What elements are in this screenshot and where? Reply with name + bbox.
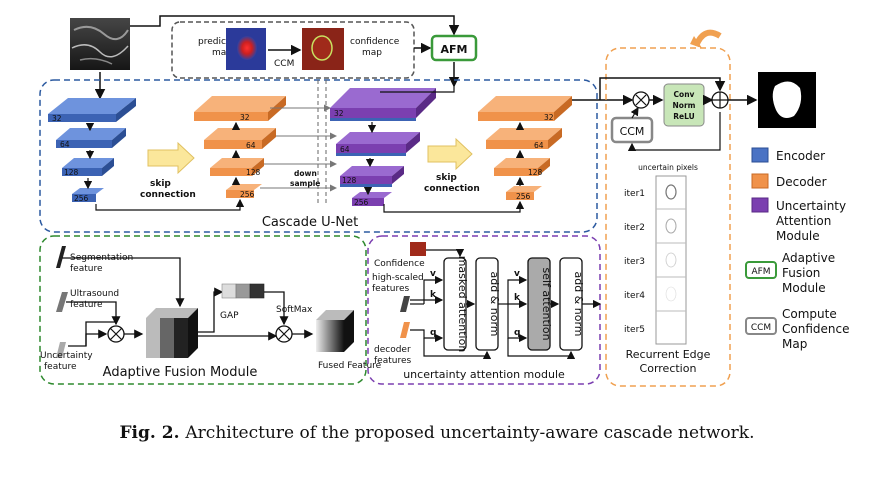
dec1-size-64: 64 [246, 141, 256, 150]
enc2-size-32: 32 [334, 109, 344, 118]
prediction-map-image [226, 28, 266, 70]
enc2-size-64: 64 [340, 145, 350, 154]
ultrasound-input-image [70, 18, 130, 70]
enc2-size-128: 128 [342, 176, 357, 185]
output-mask [758, 72, 816, 128]
fused-feature-block [316, 310, 354, 352]
legend-uam-swatch [751, 197, 769, 213]
prediction-ccm-box [171, 21, 415, 79]
uam-confidence-label: Confidence [374, 259, 425, 269]
enc-size-256: 256 [74, 194, 89, 203]
high-scaled-feature-block [400, 296, 410, 312]
decoder-feature-block [400, 322, 410, 338]
dec2-size-256: 256 [516, 192, 531, 201]
iter5-label: iter5 [624, 325, 645, 335]
unc-feature-block [56, 342, 66, 358]
iter1-label: iter1 [624, 189, 645, 199]
legend-ccm-badge [745, 317, 777, 335]
legend-ccm-badge-text: CCM [751, 323, 771, 333]
iter3-label: iter3 [624, 257, 645, 267]
rec-box [605, 47, 731, 387]
legend-afm-badge [745, 261, 777, 279]
concatenated-feature-block [146, 308, 198, 358]
fused-feature-label: Fused Feature [318, 361, 382, 371]
top-afm-box [430, 34, 478, 62]
caption-label: Fig. 2. [119, 423, 185, 443]
rec-ccm-label: CCM [620, 125, 645, 138]
legend-encoder-swatch [751, 147, 769, 163]
dec1-size-256: 256 [240, 190, 255, 199]
loop-arrow [693, 29, 722, 48]
enc2-size-256: 256 [354, 198, 369, 207]
confidence-thumb [410, 242, 426, 256]
uncertain-pixels-column [655, 175, 687, 345]
afm-module-title: Adaptive Fusion Module [103, 365, 258, 380]
uam-k-label-1: k [430, 290, 437, 300]
add-norm-label-1: add & norm [488, 271, 501, 336]
decoder-stack-1: 32 64 128 256 [194, 96, 286, 199]
enc-size-128: 128 [64, 168, 79, 177]
confidence-map-image [302, 28, 344, 70]
uncertain-pixels-label: uncertain pixels [638, 163, 698, 172]
uam-v-label-2: v [514, 269, 520, 279]
legend-encoder: Encoder [776, 149, 825, 163]
uam-box [367, 235, 601, 385]
us-feature-block [56, 292, 68, 312]
gap-label: GAP [220, 311, 239, 321]
add-norm-label-2: add & norm [572, 271, 585, 336]
gap-vector [221, 283, 265, 299]
caption-text: Architecture of the proposed uncertainty… [184, 423, 754, 443]
encoder-stack-1: 32 64 128 256 [48, 98, 136, 203]
iter4-label: iter4 [624, 291, 645, 301]
uam-encoder-stack: 32 64 128 256 [330, 88, 436, 207]
top-ccm-label: CCM [274, 59, 294, 69]
dec1-size-32: 32 [240, 113, 250, 122]
top-afm-label: AFM [441, 43, 468, 56]
legend-decoder: Decoder [776, 175, 827, 189]
dec2-size-64: 64 [534, 141, 544, 150]
image-to-afm-arrow [130, 15, 460, 36]
enc-size-64: 64 [60, 140, 70, 149]
dec2-size-32: 32 [544, 113, 554, 122]
softmax-label: SoftMax [276, 305, 313, 315]
legend-afm-badge-text: AFM [751, 267, 770, 277]
skip-arrow-2 [427, 137, 473, 171]
uam-q-label-1: q [430, 328, 436, 338]
legend-decoder-swatch [751, 173, 769, 189]
self-attention-label: self attention [540, 267, 553, 340]
enc-size-32: 32 [52, 114, 62, 123]
dec2-size-128: 128 [528, 168, 543, 177]
seg-feature-block [56, 246, 66, 268]
iter2-label: iter2 [624, 223, 645, 233]
uam-q-label-2: q [514, 328, 520, 338]
cascade-unet-title: Cascade U-Net [262, 215, 358, 230]
skip-arrow-1 [147, 141, 195, 175]
uam-v-label-1: v [430, 269, 436, 279]
uam-k-label-2: k [514, 293, 521, 303]
figure-caption: Fig. 2. Architecture of the proposed unc… [119, 423, 754, 443]
decoder-stack-2: 32 64 128 256 [478, 96, 572, 201]
dec1-size-128: 128 [246, 168, 261, 177]
masked-attention-label: masked attention [456, 256, 469, 353]
afm-module-box [39, 235, 367, 385]
uam-title: uncertainty attention module [403, 368, 565, 381]
